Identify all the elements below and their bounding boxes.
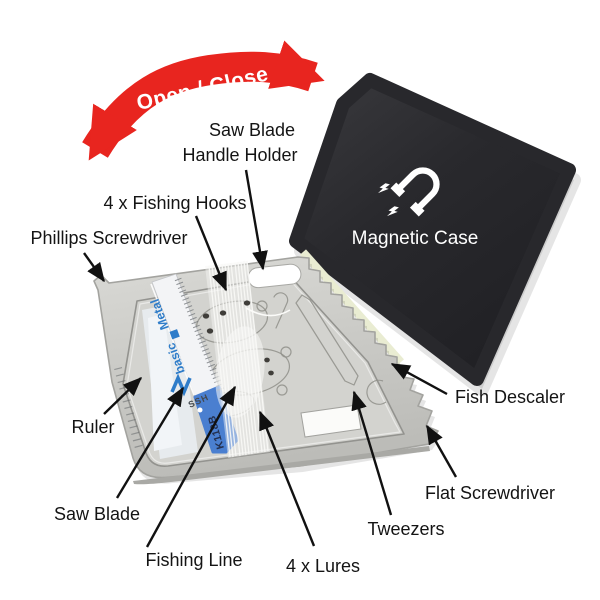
callout-labels: Saw Blade Handle Holder 4 x Fishing Hook…: [30, 120, 565, 576]
saw-blade-edge-highlight: [150, 283, 195, 396]
fishing-line-label: Fishing Line: [145, 550, 242, 570]
saw-blade-label: Saw Blade: [54, 504, 140, 524]
handle-holder-label-line2: Handle Holder: [182, 145, 297, 165]
card-reflection-bright: [148, 314, 182, 451]
stray-fishing-line: [245, 307, 291, 317]
fish-descaler-arrow: [390, 362, 448, 396]
lures-label: 4 x Lures: [286, 556, 360, 576]
saw-blade-teeth: [174, 277, 225, 392]
ruler-ticks: [114, 366, 144, 454]
rectangular-cutout: [300, 404, 362, 438]
flat-screwdriver-arrow: [425, 424, 458, 478]
magnetic-case: Magnetic Case: [289, 73, 581, 396]
ruler-label: Ruler: [71, 417, 114, 437]
magnetic-case-label: Magnetic Case: [352, 228, 479, 249]
handle-holder-label-line1: Saw Blade: [209, 120, 295, 140]
callout-arrows: [83, 169, 458, 548]
descaler-c-engraving: [366, 379, 387, 405]
tweezers-label: Tweezers: [367, 519, 444, 539]
handle-holder-arrow: [244, 169, 268, 271]
phillips-arrow: [83, 252, 105, 283]
fish-descaler-label: Fish Descaler: [455, 387, 565, 407]
fishing-hooks-arrow: [194, 215, 228, 292]
tweezers-arrow: [351, 390, 393, 516]
case-body: [289, 73, 576, 386]
spark-icon: [378, 183, 399, 217]
brand-logo-w: [170, 373, 192, 397]
blade-hole: [197, 407, 203, 413]
tweezers-cutout: [295, 294, 359, 386]
brand-logo-square: [169, 329, 180, 340]
fishing-hooks-label: 4 x Fishing Hooks: [103, 193, 246, 213]
hook-engraving: [273, 292, 289, 329]
flat-screwdriver-label: Flat Screwdriver: [425, 483, 555, 503]
magnet-icon: [378, 167, 440, 217]
phillips-label: Phillips Screwdriver: [30, 228, 187, 248]
saw-blade-arrow: [115, 386, 185, 499]
lures-arrow: [258, 410, 316, 547]
fishing-hooks-dots: [202, 300, 274, 376]
fishing-line-arrow: [145, 385, 237, 548]
ruler-arrow: [103, 376, 143, 415]
